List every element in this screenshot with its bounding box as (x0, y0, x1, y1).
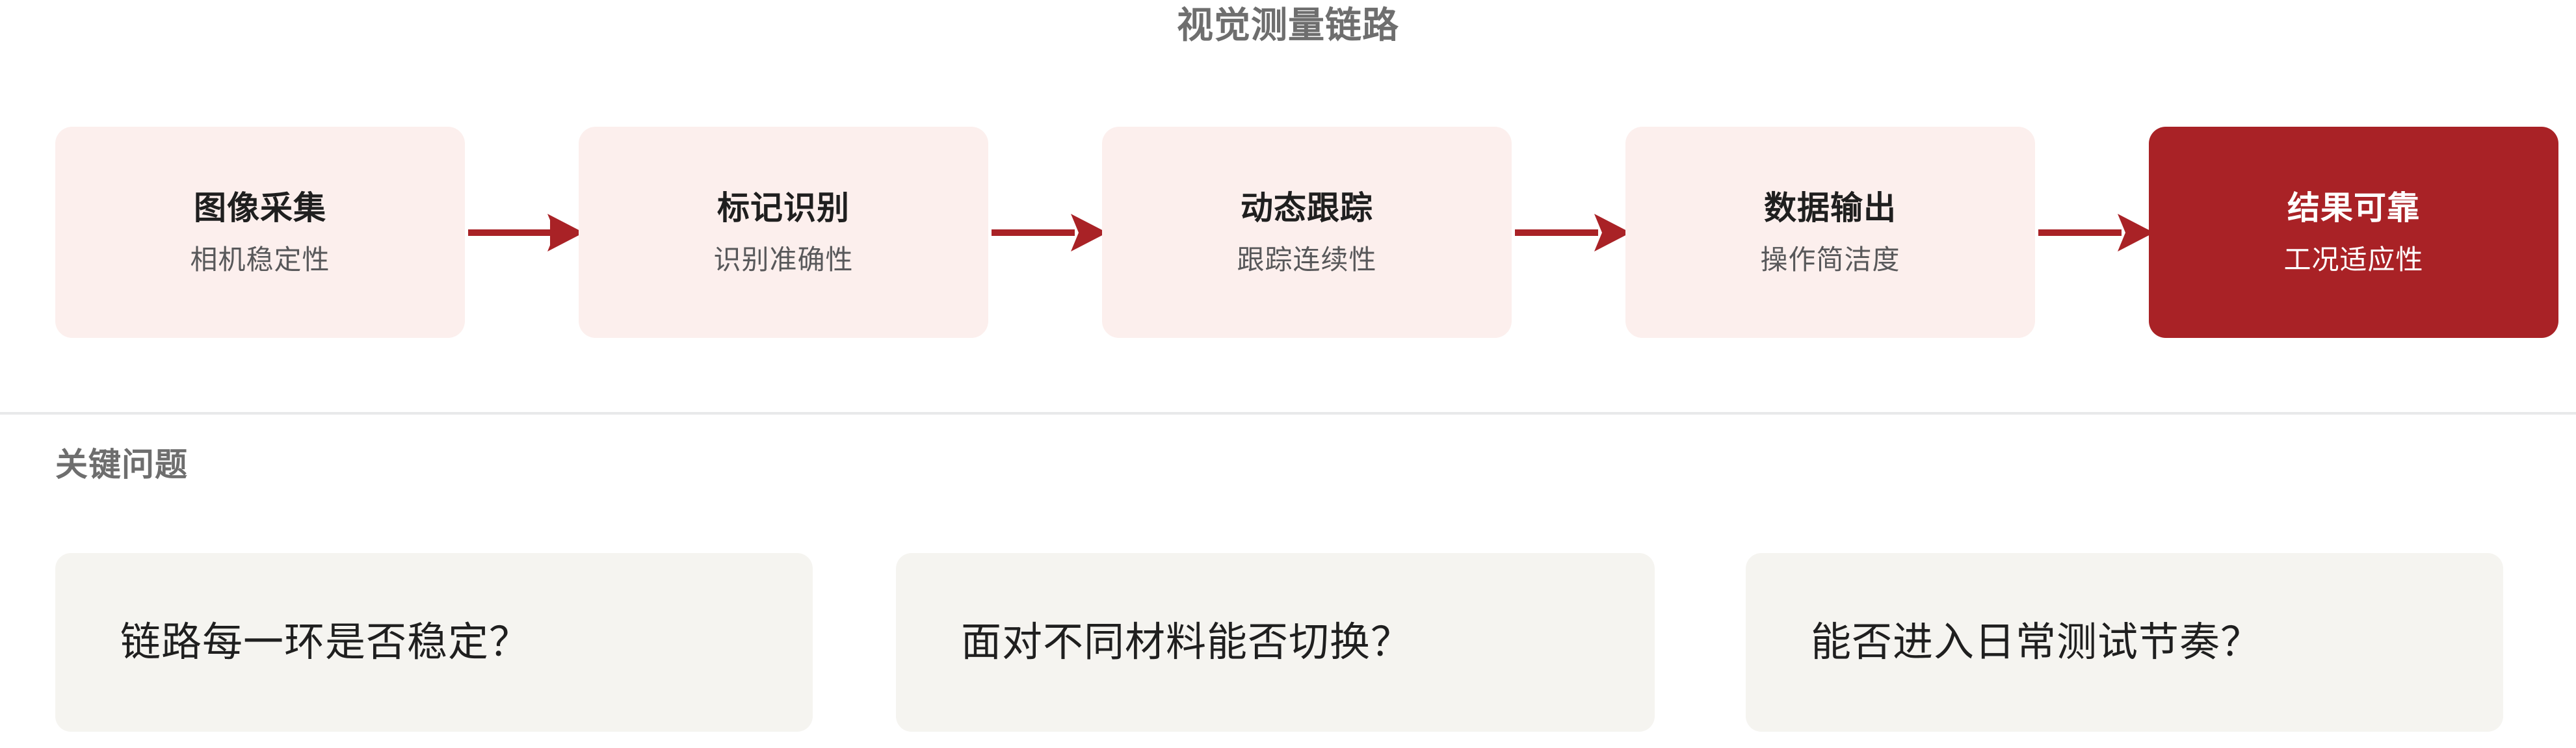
question-card-3-text: 能否进入日常测试节奏？ (1811, 619, 2262, 665)
pipeline-stage-2-title: 标记识别 (717, 189, 850, 226)
section-divider (0, 412, 2576, 415)
pipeline-stage-1-title: 图像采集 (194, 189, 326, 226)
arrow-right-icon-4 (2038, 213, 2155, 253)
pipeline-stage-5-title: 结果可靠 (2287, 189, 2420, 226)
pipeline-stage-2[interactable]: 标记识别 识别准确性 (579, 127, 988, 338)
question-card-1[interactable]: 链路每一环是否稳定？ (55, 553, 813, 732)
page-title: 视觉测量链路 (1177, 5, 1399, 45)
pipeline-stage-3-subtitle: 跟踪连续性 (1237, 244, 1377, 275)
pipeline-stage-5[interactable]: 结果可靠 工况适应性 (2149, 127, 2558, 338)
arrow-right-icon-1 (468, 213, 585, 253)
pipeline-stage-3[interactable]: 动态跟踪 跟踪连续性 (1102, 127, 1512, 338)
pipeline-stage-1-subtitle: 相机稳定性 (190, 244, 330, 275)
question-card-2[interactable]: 面对不同材料能否切换？ (896, 553, 1655, 732)
pipeline-stage-4[interactable]: 数据输出 操作简洁度 (1625, 127, 2035, 338)
pipeline-stage-2-subtitle: 识别准确性 (713, 244, 854, 275)
pipeline-stage-4-title: 数据输出 (1764, 189, 1897, 226)
key-questions-row: 链路每一环是否稳定？ 面对不同材料能否切换？ 能否进入日常测试节奏？ (0, 553, 2576, 748)
pipeline-stage-3-title: 动态跟踪 (1241, 189, 1373, 226)
question-card-3[interactable]: 能否进入日常测试节奏？ (1746, 553, 2503, 732)
arrow-right-icon-2 (992, 213, 1109, 253)
question-card-2-text: 面对不同材料能否切换？ (961, 619, 1412, 665)
pipeline-row: 图像采集 相机稳定性 标记识别 识别准确性 动态跟踪 跟踪连续性 数据输出 (0, 127, 2576, 338)
pipeline-stage-1[interactable]: 图像采集 相机稳定性 (55, 127, 465, 338)
question-card-1-text: 链路每一环是否稳定？ (120, 619, 531, 665)
pipeline-stage-5-subtitle: 工况适应性 (2283, 244, 2424, 275)
key-questions-heading: 关键问题 (55, 446, 188, 483)
arrow-right-icon-3 (1515, 213, 1632, 253)
pipeline-stage-4-subtitle: 操作简洁度 (1760, 244, 1900, 275)
